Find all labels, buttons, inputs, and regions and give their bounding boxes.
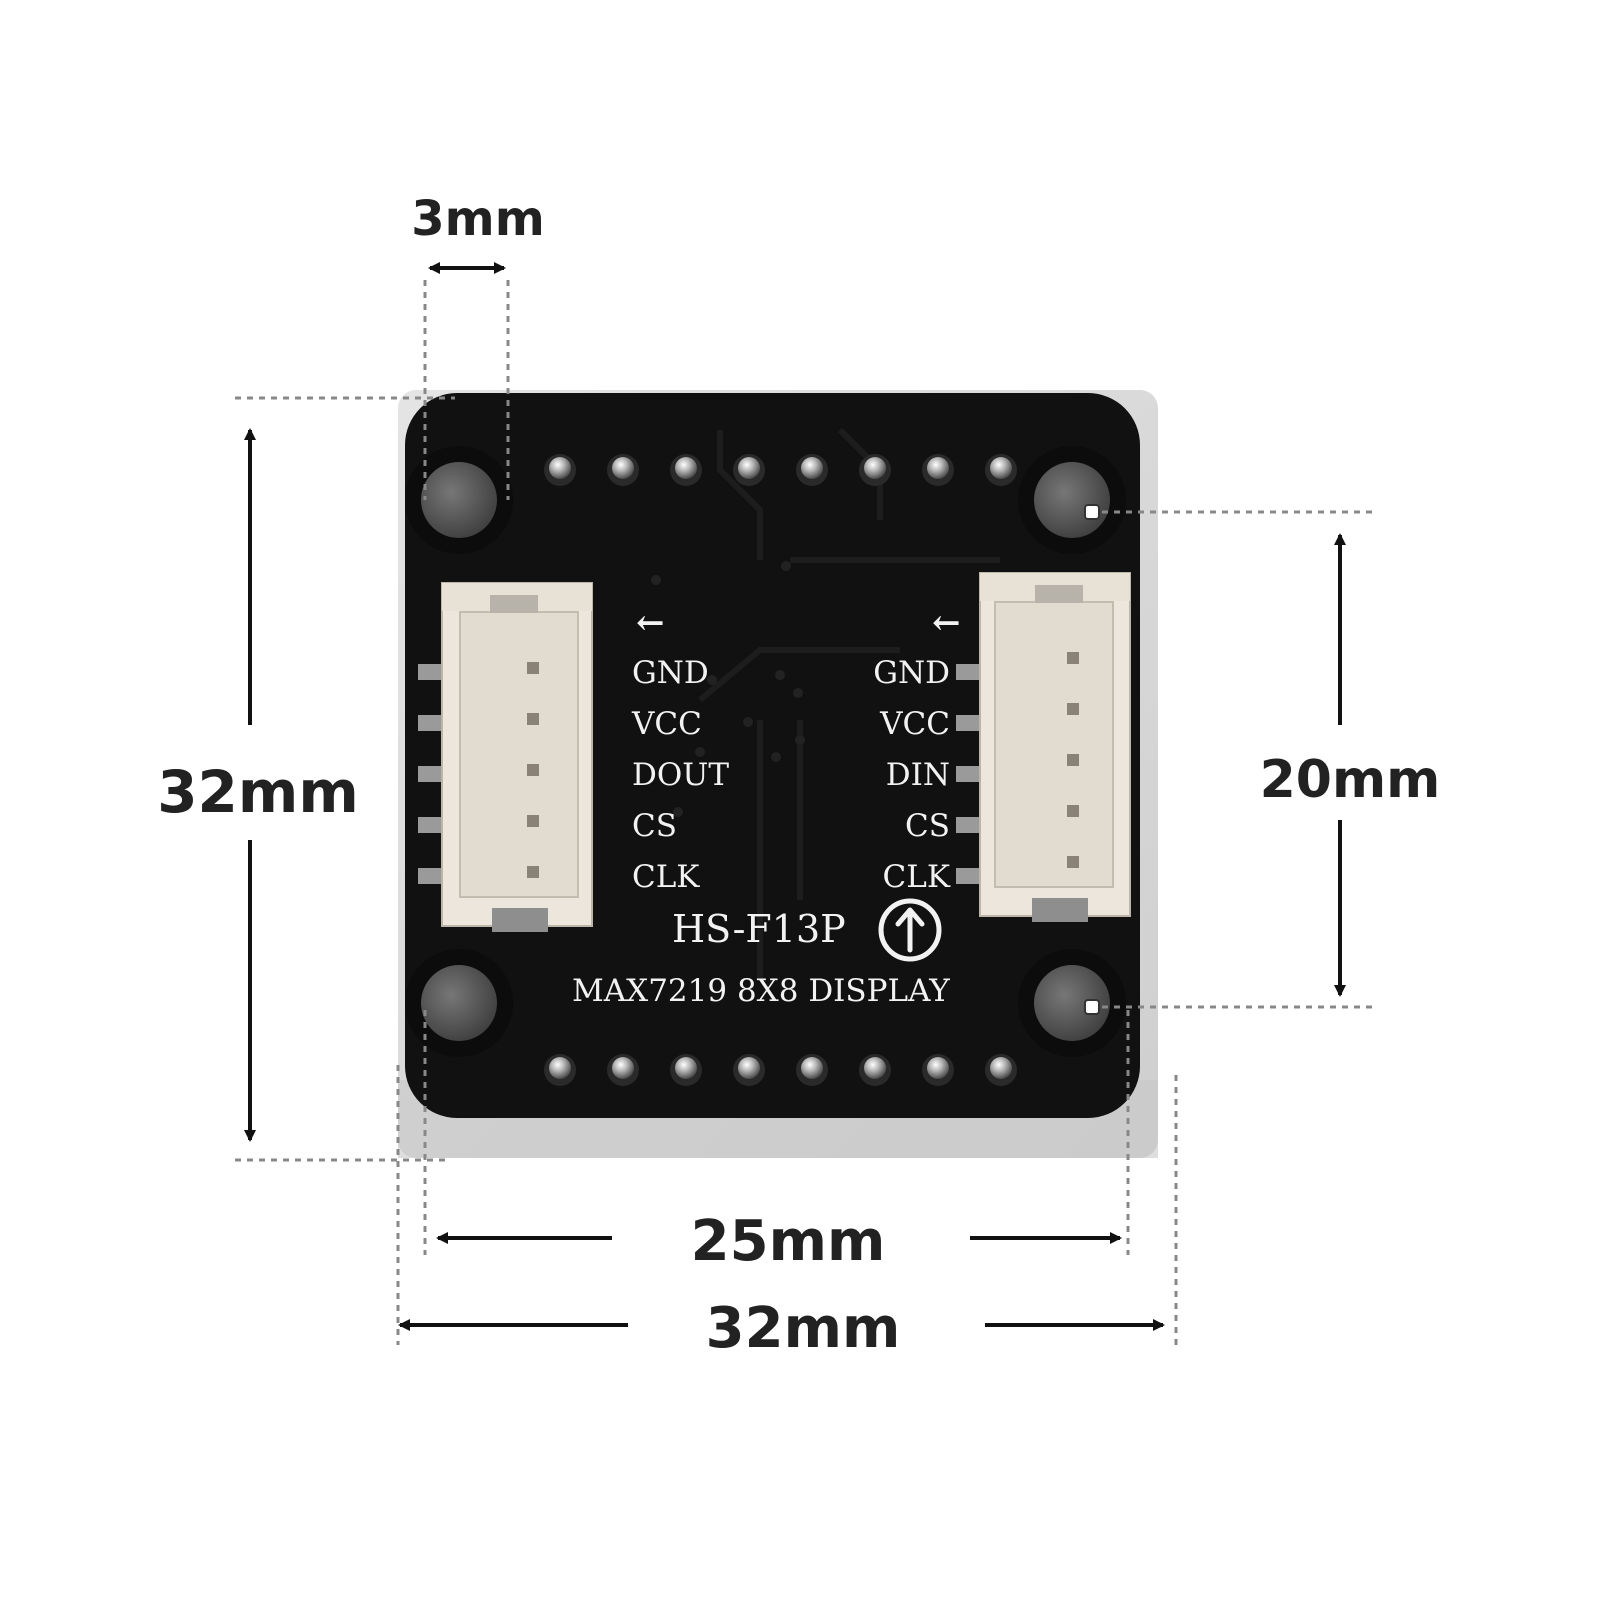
hole-spacing-vertical-label: 20mm: [1260, 750, 1441, 810]
connector-contact: [527, 662, 539, 674]
right-pin-label: VCC: [879, 706, 950, 742]
solder-pin-tip: [864, 1057, 886, 1079]
left-pin-labels: GND VCC DOUT CS CLK: [631, 655, 729, 895]
solder-pin-tip: [927, 457, 949, 479]
solder-pin-tip: [549, 1057, 571, 1079]
board-width-label: 32mm: [706, 1296, 901, 1361]
pcb-board: [405, 393, 1140, 1118]
up-arrow-icon: [878, 898, 942, 962]
solder-pins-top: [544, 454, 1017, 486]
right-pin-label: CS: [905, 808, 950, 844]
solder-pin-tip: [612, 457, 634, 479]
board-description-label: MAX7219 8X8 DISPLAY: [572, 973, 950, 1009]
solder-pin-tip: [612, 1057, 634, 1079]
solder-pin-tip: [675, 1057, 697, 1079]
connector-contact: [1067, 652, 1079, 664]
right-connector: [979, 572, 1131, 922]
mounting-hole-top-right: [1018, 446, 1126, 554]
right-pin-label: DIN: [886, 757, 950, 793]
connector-contact: [527, 866, 539, 878]
solder-pin-tip: [864, 457, 886, 479]
left-arrow-icon: ←: [636, 603, 665, 643]
guide-lines: [235, 280, 1378, 1345]
connector-contact: [1067, 805, 1079, 817]
solder-pin-tip: [738, 457, 760, 479]
mounting-hole-bottom-left: [405, 949, 513, 1057]
solder-pin-tip: [549, 457, 571, 479]
solder-pin-tip: [990, 457, 1012, 479]
connector-contact: [527, 764, 539, 776]
hole-diameter-label: 3mm: [411, 191, 544, 247]
right-pin-label: CLK: [883, 859, 951, 895]
solder-pins-bottom: [544, 1054, 1017, 1086]
left-pin-label: DOUT: [632, 757, 729, 793]
solder-pin-tip: [801, 1057, 823, 1079]
right-pin-labels: GND VCC DIN CS CLK: [873, 655, 951, 895]
connector-contact: [527, 713, 539, 725]
board-model-label: HS-F13P: [672, 907, 846, 951]
mounting-holes: [405, 446, 1126, 1057]
left-pin-label: CLK: [632, 859, 700, 895]
connector-contact: [527, 815, 539, 827]
left-connector: [441, 582, 593, 932]
hole-center-markers: [1084, 504, 1100, 1015]
solder-pin-tip: [801, 457, 823, 479]
dimension-arrows: [244, 262, 1346, 1331]
connector-contact: [1067, 856, 1079, 868]
solder-pin-tip: [738, 1057, 760, 1079]
connector-contact: [1067, 754, 1079, 766]
left-pin-label: GND: [632, 655, 709, 691]
board-height-label: 32mm: [157, 758, 359, 826]
left-pin-label: CS: [632, 808, 677, 844]
solder-pin-tip: [990, 1057, 1012, 1079]
connector-contact: [1067, 703, 1079, 715]
solder-pin-tip: [927, 1057, 949, 1079]
hole-spacing-horizontal-label: 25mm: [691, 1209, 886, 1274]
mounting-hole-top-left: [405, 446, 513, 554]
mounting-hole-bottom-right: [1018, 949, 1126, 1057]
left-pin-label: VCC: [631, 706, 702, 742]
solder-pin-tip: [675, 457, 697, 479]
right-pin-label: GND: [873, 655, 950, 691]
right-arrow-icon: ←: [932, 603, 961, 643]
